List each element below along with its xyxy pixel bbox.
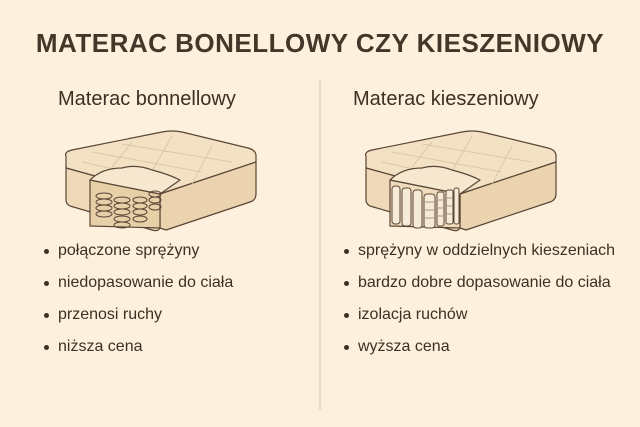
list-item: wyższa cena bbox=[344, 335, 624, 359]
list-item: niedopasowanie do ciała bbox=[44, 271, 233, 295]
list-item: bardzo dobre dopasowanie do ciała bbox=[344, 271, 624, 295]
bonnell-features-list: połączone sprężyny niedopasowanie do cia… bbox=[44, 239, 233, 367]
list-item: sprężyny w oddzielnych kieszeniach bbox=[344, 239, 624, 263]
pocket-heading: Materac kieszeniowy bbox=[353, 88, 539, 110]
list-item: izolacja ruchów bbox=[344, 303, 624, 327]
list-item: połączone sprężyny bbox=[44, 239, 233, 263]
list-item: niższa cena bbox=[44, 335, 233, 359]
pocket-mattress-illustration bbox=[365, 130, 557, 232]
page-title: MATERAC BONELLOWY CZY KIESZENIOWY bbox=[35, 28, 605, 58]
bonnell-mattress-illustration bbox=[65, 130, 257, 232]
column-divider bbox=[319, 80, 321, 410]
pocket-features-list: sprężyny w oddzielnych kieszeniach bardz… bbox=[344, 239, 624, 367]
list-item: przenosi ruchy bbox=[44, 303, 233, 327]
bonnell-heading: Materac bonnellowy bbox=[58, 88, 236, 110]
